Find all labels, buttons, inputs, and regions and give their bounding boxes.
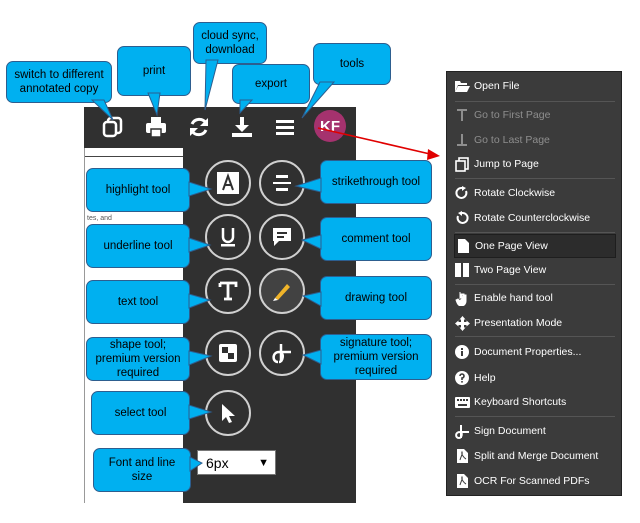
callout-switch-copy: switch to different annotated copy: [6, 61, 112, 103]
menu-separator: [455, 284, 615, 285]
callout-text: text tool: [86, 280, 190, 324]
menu-item-hand-tool[interactable]: Enable hand tool: [454, 286, 616, 310]
menu-item-jump-to-page[interactable]: Jump to Page: [454, 152, 616, 176]
menu-item-presentation-mode[interactable]: Presentation Mode: [454, 311, 616, 335]
underline-icon: [221, 228, 235, 247]
tool-panel: [183, 148, 356, 503]
menu-item-one-page-view[interactable]: One Page View: [454, 234, 616, 258]
callout-export: export: [232, 64, 310, 104]
text-icon: [218, 281, 238, 301]
columns-icon: [454, 262, 470, 278]
shape-tool[interactable]: [205, 330, 251, 376]
page-text-fragment: tes, and: [87, 215, 112, 222]
drawing-tool[interactable]: [259, 268, 305, 314]
sync-icon[interactable]: [186, 114, 212, 140]
menu-item-document-properties[interactable]: Document Properties...: [454, 340, 616, 364]
callout-highlight: highlight tool: [86, 168, 190, 212]
callout-select: select tool: [91, 391, 190, 435]
size-select[interactable]: 6px ▼: [197, 450, 276, 475]
rotate-counterclockwise-icon: [454, 210, 470, 226]
highlight-icon: [217, 172, 239, 194]
menu-item-keyboard-shortcuts[interactable]: Keyboard Shortcuts: [454, 390, 616, 414]
avatar[interactable]: KF: [314, 110, 346, 142]
callout-underline: underline tool: [86, 224, 190, 268]
download-icon[interactable]: [229, 114, 255, 140]
page-rule: [85, 156, 183, 157]
keyboard-icon: [454, 394, 470, 410]
arrows-icon: [454, 315, 470, 331]
callout-cloud-sync: cloud sync, download: [193, 22, 267, 64]
menu-item-rotate-clockwise[interactable]: Rotate Clockwise: [454, 181, 616, 205]
highlight-tool[interactable]: [205, 160, 251, 206]
menu-pointer-arrow: [317, 127, 431, 155]
copy-icon: [454, 156, 470, 172]
menu-separator: [455, 232, 615, 233]
info-icon: [454, 344, 470, 360]
comment-tool[interactable]: [259, 214, 305, 260]
chevron-down-icon: ▼: [258, 456, 269, 469]
menu-item-ocr[interactable]: OCR For Scanned PDFs: [454, 469, 616, 493]
help-icon: [454, 370, 470, 386]
folder-open-icon: [454, 78, 470, 94]
hand-icon: [454, 290, 470, 306]
last-page-icon: [454, 132, 470, 148]
switch-copy-icon[interactable]: [100, 114, 126, 140]
pencil-icon: [273, 284, 290, 301]
menu-item-last-page[interactable]: Go to Last Page: [454, 128, 616, 152]
rotate-clockwise-icon: [454, 185, 470, 201]
menu-item-sign-document[interactable]: Sign Document: [454, 419, 616, 443]
menu-item-first-page[interactable]: Go to First Page: [454, 103, 616, 127]
comment-icon: [273, 228, 291, 246]
callout-drawing: drawing tool: [320, 276, 432, 320]
menu-separator: [455, 178, 615, 179]
menu-item-rotate-counterclockwise[interactable]: Rotate Counterclockwise: [454, 206, 616, 230]
signature-icon: [454, 423, 470, 439]
signature-tool[interactable]: [259, 330, 305, 376]
menu-separator: [455, 336, 615, 337]
strikethrough-tool[interactable]: [259, 160, 305, 206]
pdf-file-icon: [454, 473, 470, 489]
file-icon: [455, 238, 471, 254]
menu-separator: [455, 416, 615, 417]
pdf-file-icon: [454, 448, 470, 464]
callout-strikethrough: strikethrough tool: [320, 160, 432, 204]
strikethrough-icon: [273, 175, 291, 191]
callout-tools: tools: [313, 43, 391, 85]
size-select-value: 6px: [206, 454, 229, 471]
select-tool[interactable]: [205, 390, 251, 436]
menu-icon[interactable]: [272, 114, 298, 140]
cursor-icon: [222, 404, 235, 423]
underline-tool[interactable]: [205, 214, 251, 260]
menu-item-open-file[interactable]: Open File: [454, 74, 616, 98]
text-tool[interactable]: [205, 268, 251, 314]
menu-item-help[interactable]: Help: [454, 366, 616, 390]
callout-font-line-size: Font and line size: [93, 448, 191, 492]
signature-icon: [272, 344, 291, 364]
menu-item-split-merge[interactable]: Split and Merge Document: [454, 444, 616, 468]
menu-separator: [455, 101, 615, 102]
print-icon[interactable]: [143, 114, 169, 140]
shape-icon: [219, 344, 237, 362]
first-page-icon: [454, 107, 470, 123]
top-toolbar: [84, 107, 356, 148]
callout-shape: shape tool; premium version required: [86, 337, 190, 381]
menu-item-two-page-view[interactable]: Two Page View: [454, 258, 616, 282]
tools-menu: Open File Go to First Page Go to Last Pa…: [446, 71, 622, 496]
callout-comment: comment tool: [320, 217, 432, 261]
